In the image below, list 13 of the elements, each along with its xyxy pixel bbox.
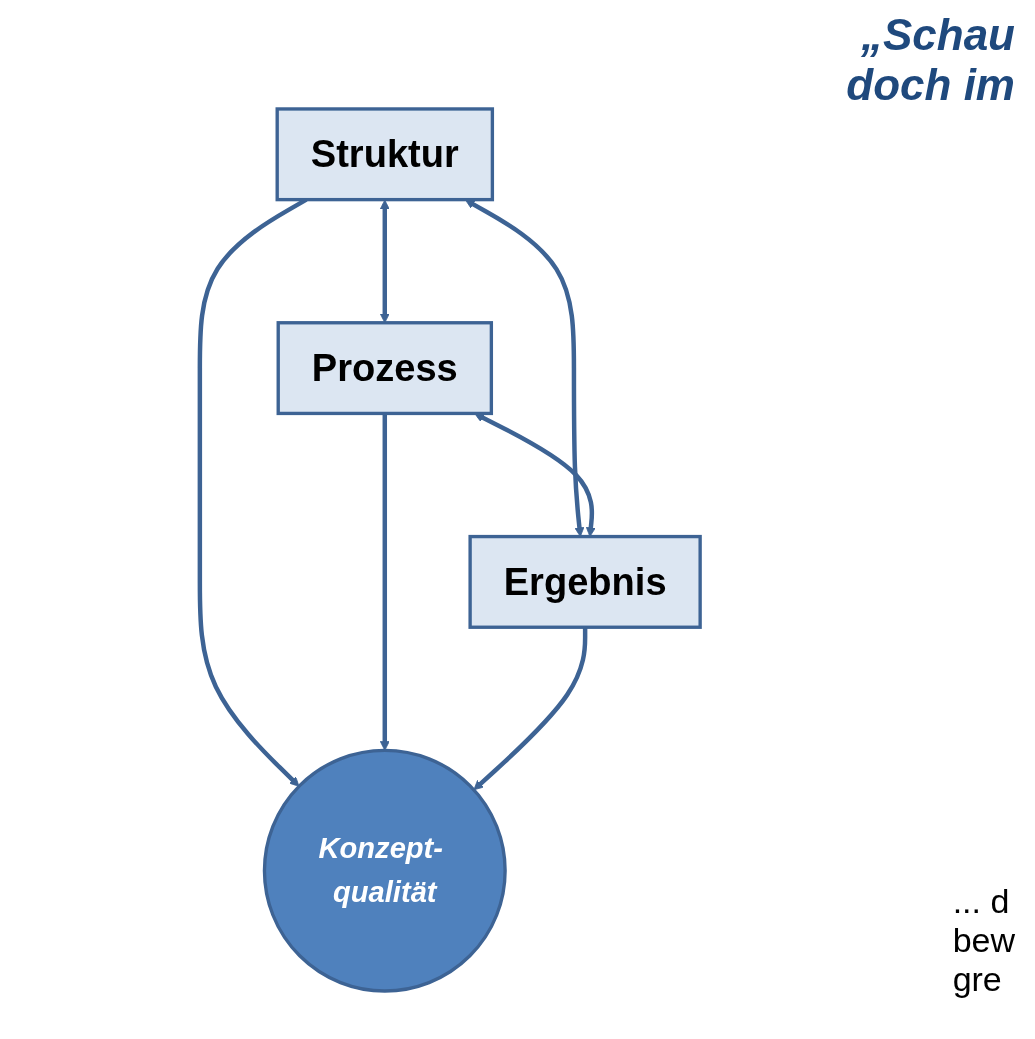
quote-text: doch im <box>846 60 1015 110</box>
arrow <box>474 413 596 537</box>
quote-text: „Schau <box>859 10 1015 60</box>
note-text: bew <box>952 921 1015 960</box>
node-box: Prozess <box>276 321 494 416</box>
arrow <box>379 413 390 751</box>
arrow <box>464 199 585 537</box>
note-text: gre <box>952 960 1003 999</box>
node-box: Ergebnis <box>468 534 702 629</box>
note-text: ... d <box>952 882 1011 921</box>
node-circle: Konzept- qualität <box>262 748 507 993</box>
node-box: Struktur <box>275 107 495 202</box>
arrow <box>473 627 588 791</box>
